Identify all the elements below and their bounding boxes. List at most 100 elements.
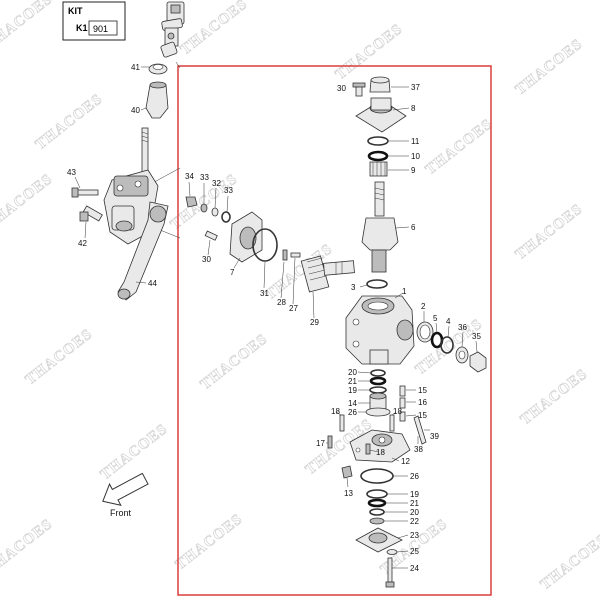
part-22 xyxy=(369,517,385,525)
callout: 21 xyxy=(348,377,357,386)
part-11-ring xyxy=(367,136,389,146)
watermark: THACOES xyxy=(198,331,271,393)
watermark: THACOES xyxy=(518,366,591,428)
part-13 xyxy=(341,465,353,479)
kit-number-box xyxy=(88,20,118,36)
exploded-parts xyxy=(185,76,487,588)
part-6-valve xyxy=(361,181,399,273)
callout-numbers: 41 40 43 42 44 34 33 32 33 30 7 31 28 27… xyxy=(67,63,481,573)
callout: 35 xyxy=(472,332,481,341)
part-15-a xyxy=(399,385,406,397)
part-10-seal xyxy=(367,150,389,162)
part-21-a xyxy=(369,376,387,386)
callout: 26 xyxy=(348,408,357,417)
part-24-bolt xyxy=(387,557,393,583)
callout: 18 xyxy=(331,407,340,416)
front-label: Front xyxy=(110,508,132,518)
part-33-a xyxy=(200,203,208,213)
callout: 22 xyxy=(410,517,419,526)
part-34 xyxy=(185,196,198,208)
kit-number: 901 xyxy=(93,24,108,34)
part-43-bolt xyxy=(75,189,99,196)
callout: 30 xyxy=(337,84,346,93)
callout: 23 xyxy=(410,531,419,540)
callout: 34 xyxy=(185,172,194,181)
callout: 38 xyxy=(414,445,423,454)
callout: 42 xyxy=(78,239,87,248)
watermark: THACOES xyxy=(513,201,586,263)
watermark: THACOES xyxy=(0,171,56,233)
part-35-nut xyxy=(469,351,487,373)
part-18-c xyxy=(365,443,371,455)
part-26-b xyxy=(360,468,394,484)
part-31-ring xyxy=(252,228,278,262)
part-27 xyxy=(290,252,301,258)
callout: 44 xyxy=(148,279,157,288)
callout: 20 xyxy=(410,508,419,517)
kit-code: K1 xyxy=(76,23,88,33)
watermark: THACOES xyxy=(333,21,406,83)
callout: 39 xyxy=(430,432,439,441)
callout: 29 xyxy=(310,318,319,327)
callout: 7 xyxy=(230,268,235,277)
front-direction-arrow: Front xyxy=(102,472,149,518)
part-18-b xyxy=(389,414,395,432)
part-32 xyxy=(211,207,219,217)
kit-title: KIT xyxy=(68,6,83,16)
part-20-b xyxy=(369,508,385,516)
universal-joint xyxy=(160,1,185,58)
callout: 26 xyxy=(410,472,419,481)
watermark: THACOES xyxy=(23,326,96,388)
part-29-sector-shaft xyxy=(300,255,355,293)
watermark: THACOES xyxy=(538,531,600,593)
callout: 17 xyxy=(316,439,325,448)
callout: 37 xyxy=(411,83,420,92)
part-19-b xyxy=(366,489,388,499)
callout: 41 xyxy=(131,63,140,72)
callout: 2 xyxy=(421,302,426,311)
callout: 18 xyxy=(376,448,385,457)
watermark: THACOES xyxy=(98,421,171,483)
callout: 36 xyxy=(458,323,467,332)
watermark: THACOES xyxy=(33,91,106,153)
part-3-ring xyxy=(366,279,388,289)
detail-frame xyxy=(177,65,492,596)
callout: 13 xyxy=(344,489,353,498)
callout: 5 xyxy=(433,314,438,323)
callout: 4 xyxy=(446,317,451,326)
part-28 xyxy=(282,249,288,261)
callout: 40 xyxy=(131,106,140,115)
part-4 xyxy=(440,336,454,354)
input-shaft xyxy=(141,127,149,175)
callout: 11 xyxy=(411,137,420,146)
watermark: THACOES xyxy=(0,516,56,578)
callout: 43 xyxy=(67,168,76,177)
part-1-housing xyxy=(345,295,415,365)
callout: 19 xyxy=(348,386,357,395)
callout: 12 xyxy=(401,457,410,466)
part-25-washer xyxy=(386,549,398,555)
part-42-fitting xyxy=(82,205,103,222)
callout: 32 xyxy=(212,179,221,188)
callout: 15 xyxy=(418,386,427,395)
callout: 18 xyxy=(393,407,402,416)
kit-box[interactable]: KIT K1 901 xyxy=(62,1,126,41)
part-20-a xyxy=(370,369,386,377)
watermark: THACOES xyxy=(0,0,56,53)
watermark: THACOES xyxy=(178,0,251,58)
callout: 14 xyxy=(348,399,357,408)
watermark: THACOES xyxy=(173,511,246,573)
callout: 27 xyxy=(289,304,298,313)
callout: 24 xyxy=(410,564,419,573)
callout: 6 xyxy=(411,223,416,232)
steering-gear-assembly xyxy=(71,1,185,301)
callout: 8 xyxy=(411,104,416,113)
part-44-pitman-arm xyxy=(117,201,169,301)
callout: 28 xyxy=(277,298,286,307)
callout: 10 xyxy=(411,152,420,161)
part-38-39-clip xyxy=(413,415,427,445)
watermark: THACOES xyxy=(513,36,586,98)
part-19-a xyxy=(369,386,387,394)
